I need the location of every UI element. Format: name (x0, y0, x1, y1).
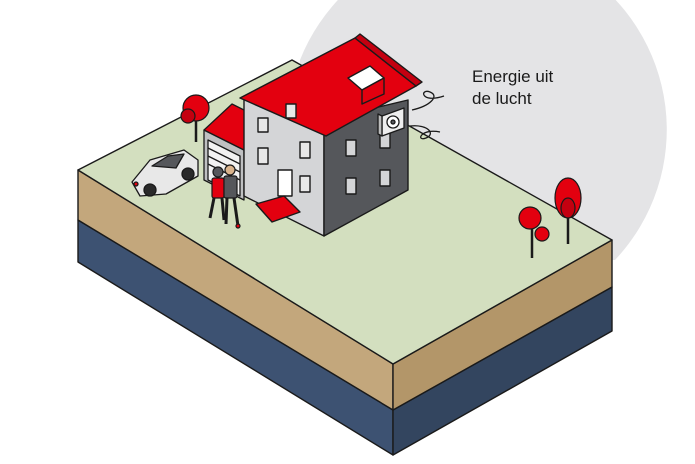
car-icon (131, 149, 199, 197)
annotation-line-1: Energie uit (472, 67, 554, 86)
annotation-line-2: de lucht (472, 89, 532, 108)
tree-icon (554, 177, 582, 244)
tree-icon (518, 206, 550, 258)
air-source-heat-pump-icon (377, 107, 405, 137)
people-icon (208, 164, 241, 229)
front-steps (255, 195, 301, 223)
airflow-icon (409, 90, 445, 140)
front-door (277, 169, 293, 197)
tree-icon (180, 94, 210, 142)
